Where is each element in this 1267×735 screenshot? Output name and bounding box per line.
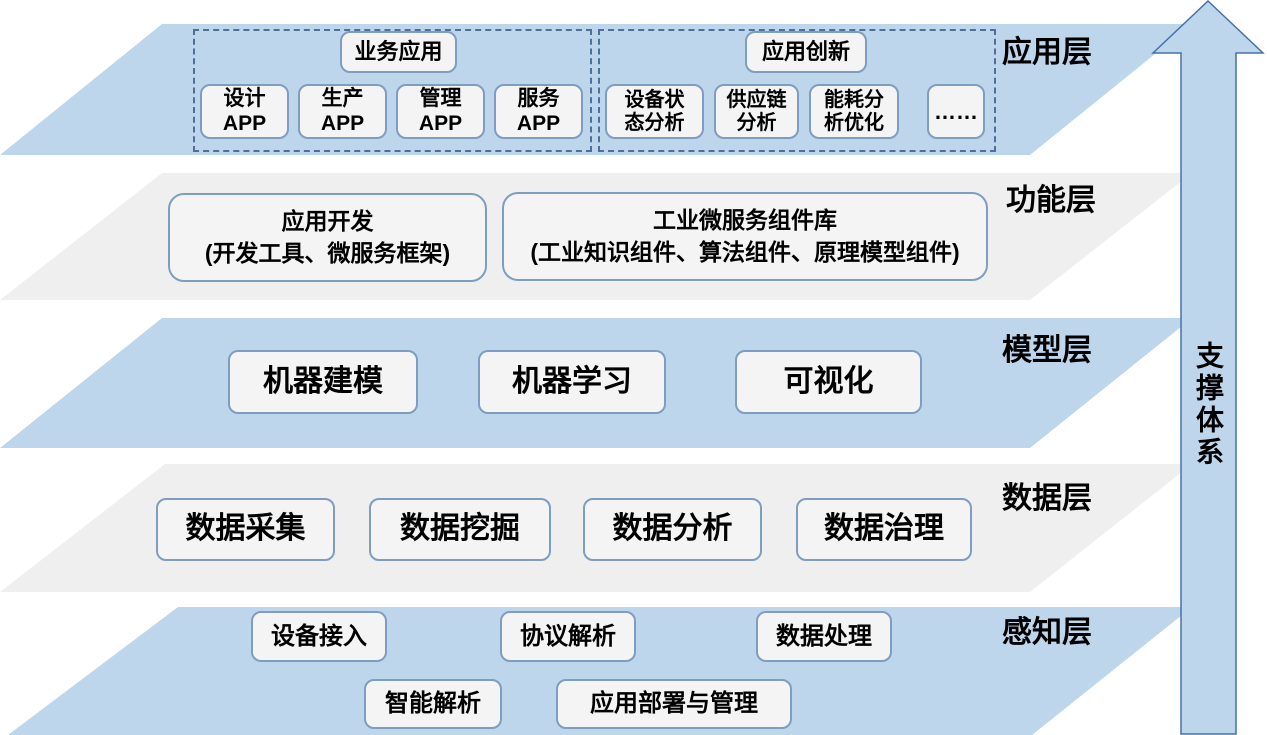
app-innovation-group-title: 应用创新 <box>745 31 867 73</box>
machine-learning-box: 机器学习 <box>478 350 666 414</box>
data-processing-box: 数据处理 <box>756 611 892 662</box>
energy-analysis-box: 能耗分 析优化 <box>809 84 899 139</box>
layer-label-application: 应用层 <box>1002 36 1092 69</box>
design-app-box: 设计 APP <box>200 84 289 139</box>
device-status-analysis-box: 设备状 态分析 <box>605 84 704 139</box>
app-deployment-management-box: 应用部署与管理 <box>556 679 792 729</box>
data-analysis-box: 数据分析 <box>583 498 762 561</box>
business-app-group-frame <box>193 29 592 152</box>
support-system-label: 支撑体系 <box>1193 341 1224 469</box>
device-access-box: 设备接入 <box>251 611 387 662</box>
more-ellipsis-box: …… <box>927 84 985 139</box>
data-mining-box: 数据挖掘 <box>369 498 551 561</box>
intelligent-parsing-box: 智能解析 <box>364 679 502 729</box>
data-governance-box: 数据治理 <box>796 498 972 561</box>
visualization-box: 可视化 <box>735 350 922 414</box>
layer-label-function: 功能层 <box>1006 184 1096 217</box>
protocol-parsing-box: 协议解析 <box>500 611 636 662</box>
layer-label-perception: 感知层 <box>1002 616 1092 649</box>
business-app-group-title: 业务应用 <box>340 31 457 73</box>
production-app-box: 生产 APP <box>298 84 387 139</box>
layer-label-data: 数据层 <box>1002 482 1092 515</box>
up-arrow-icon <box>1151 0 1265 735</box>
machine-modeling-box: 机器建模 <box>228 350 418 414</box>
layer-label-model: 模型层 <box>1002 334 1092 367</box>
data-collection-box: 数据采集 <box>156 498 335 561</box>
app-innovation-group-frame <box>598 29 996 152</box>
app-development-box: 应用开发 (开发工具、微服务框架) <box>168 193 487 282</box>
layer-band-application <box>0 24 1192 155</box>
service-app-box: 服务 APP <box>494 84 583 139</box>
management-app-box: 管理 APP <box>396 84 485 139</box>
supply-chain-analysis-box: 供应链 分析 <box>714 84 799 139</box>
microservice-library-box: 工业微服务组件库 (工业知识组件、算法组件、原理模型组件) <box>502 192 988 281</box>
